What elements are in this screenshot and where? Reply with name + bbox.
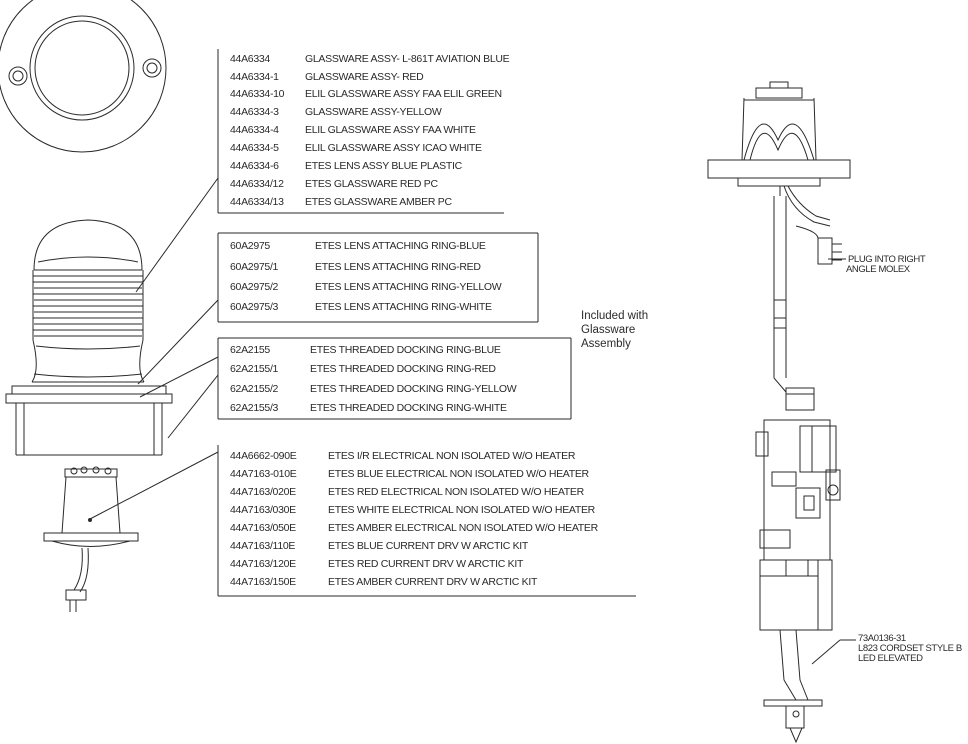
docking-ring-table-frame — [217, 337, 572, 420]
docking-ring-row-part: 62A2155/2 — [230, 383, 279, 395]
electrical-row-part: 44A7163/020E — [230, 486, 296, 498]
glassware-row-desc: ETES GLASSWARE AMBER PC — [305, 196, 452, 208]
glassware-row-desc: ELIL GLASSWARE ASSY ICAO WHITE — [305, 142, 482, 154]
glassware-row-part: 44A6334-1 — [230, 71, 279, 83]
attaching-ring-row-desc: ETES LENS ATTACHING RING-WHITE — [315, 301, 492, 313]
electrical-row-desc: ETES WHITE ELECTRICAL NON ISOLATED W/O H… — [328, 504, 595, 516]
electrical-row-part: 44A7163/030E — [230, 504, 296, 516]
glassware-row-desc: GLASSWARE ASSY- RED — [305, 71, 424, 83]
electrical-row-part: 44A7163/120E — [230, 558, 296, 570]
cordset-callout-line: 73A0136-31 — [858, 633, 906, 644]
glassware-row-part: 44A6334/13 — [230, 196, 284, 208]
glassware-table-frame — [217, 49, 504, 214]
glassware-row-part: 44A6334-10 — [230, 88, 285, 100]
electrical-row-desc: ETES AMBER ELECTRICAL NON ISOLATED W/O H… — [328, 522, 598, 534]
glassware-row-desc: GLASSWARE ASSY- L-861T AVIATION BLUE — [305, 53, 510, 65]
included-note-line: Glassware — [581, 324, 636, 336]
glassware-row-part: 44A6334 — [230, 53, 270, 65]
attaching-ring-row-desc: ETES LENS ATTACHING RING-RED — [315, 261, 481, 273]
cordset-callout-line: L823 CORDSET STYLE B — [858, 643, 962, 654]
plug-callout-line: ANGLE MOLEX — [846, 264, 910, 275]
electrical-row-desc: ETES BLUE ELECTRICAL NON ISOLATED W/O HE… — [328, 468, 589, 480]
electrical-row-part: 44A7163/110E — [230, 540, 296, 552]
docking-ring-row-part: 62A2155/1 — [230, 363, 279, 375]
glassware-row-desc: GLASSWARE ASSY-YELLOW — [305, 106, 442, 118]
attaching-ring-row-desc: ETES LENS ATTACHING RING-YELLOW — [315, 281, 502, 293]
attaching-ring-table-frame — [217, 232, 539, 323]
electrical-row-desc: ETES AMBER CURRENT DRV W ARCTIC KIT — [328, 576, 538, 588]
electrical-row-part: 44A7163-010E — [230, 468, 297, 480]
electrical-table-frame — [217, 445, 636, 597]
docking-ring-row-desc: ETES THREADED DOCKING RING-YELLOW — [310, 383, 517, 395]
cordset-callout-line: LED ELEVATED — [858, 653, 923, 664]
glassware-row-desc: ELIL GLASSWARE ASSY FAA WHITE — [305, 124, 476, 136]
glassware-row-desc: ETES LENS ASSY BLUE PLASTIC — [305, 160, 462, 172]
plug-callout-line: PLUG INTO RIGHT — [848, 254, 926, 265]
electrical-row-desc: ETES RED ELECTRICAL NON ISOLATED W/O HEA… — [328, 486, 584, 498]
glassware-row-part: 44A6334/12 — [230, 178, 284, 190]
attaching-ring-row-desc: ETES LENS ATTACHING RING-BLUE — [315, 240, 486, 252]
glassware-dome-drawing — [5, 219, 173, 456]
docking-ring-row-desc: ETES THREADED DOCKING RING-BLUE — [310, 344, 501, 356]
leader-lines-left — [89, 177, 219, 520]
attaching-ring-row-part: 60A2975/1 — [230, 261, 279, 273]
electrical-row-part: 44A7163/050E — [230, 522, 296, 534]
attaching-ring-row-part: 60A2975/3 — [230, 301, 279, 313]
electrical-row-part: 44A6662-090E — [230, 450, 297, 462]
electrical-row-desc: ETES RED CURRENT DRV W ARCTIC KIT — [328, 558, 524, 570]
included-note-line: Included with — [581, 310, 649, 322]
attaching-ring-row-part: 60A2975/2 — [230, 281, 279, 293]
led-module-small-drawing — [43, 466, 139, 612]
docking-ring-row-part: 62A2155/3 — [230, 402, 279, 414]
glassware-row-desc: ELIL GLASSWARE ASSY FAA ELIL GREEN — [305, 88, 502, 100]
glassware-row-part: 44A6334-5 — [230, 142, 279, 154]
glassware-row-part: 44A6334-4 — [230, 124, 279, 136]
glassware-row-part: 44A6334-3 — [230, 106, 279, 118]
electrical-row-desc: ETES BLUE CURRENT DRV W ARCTIC KIT — [328, 540, 529, 552]
docking-ring-row-part: 62A2155 — [230, 344, 270, 356]
top-view-lens-ring — [0, 0, 167, 153]
electrical-row-desc: ETES I/R ELECTRICAL NON ISOLATED W/O HEA… — [328, 450, 576, 462]
glassware-row-part: 44A6334-6 — [230, 160, 279, 172]
leader-lines-right — [811, 258, 856, 665]
docking-ring-row-desc: ETES THREADED DOCKING RING-RED — [310, 363, 496, 375]
led-module-elevated-drawing — [707, 81, 851, 744]
electrical-row-part: 44A7163/150E — [230, 576, 296, 588]
attaching-ring-row-part: 60A2975 — [230, 240, 270, 252]
docking-ring-row-desc: ETES THREADED DOCKING RING-WHITE — [310, 402, 507, 414]
glassware-row-desc: ETES GLASSWARE RED PC — [305, 178, 438, 190]
included-note-line: Assembly — [581, 338, 631, 350]
